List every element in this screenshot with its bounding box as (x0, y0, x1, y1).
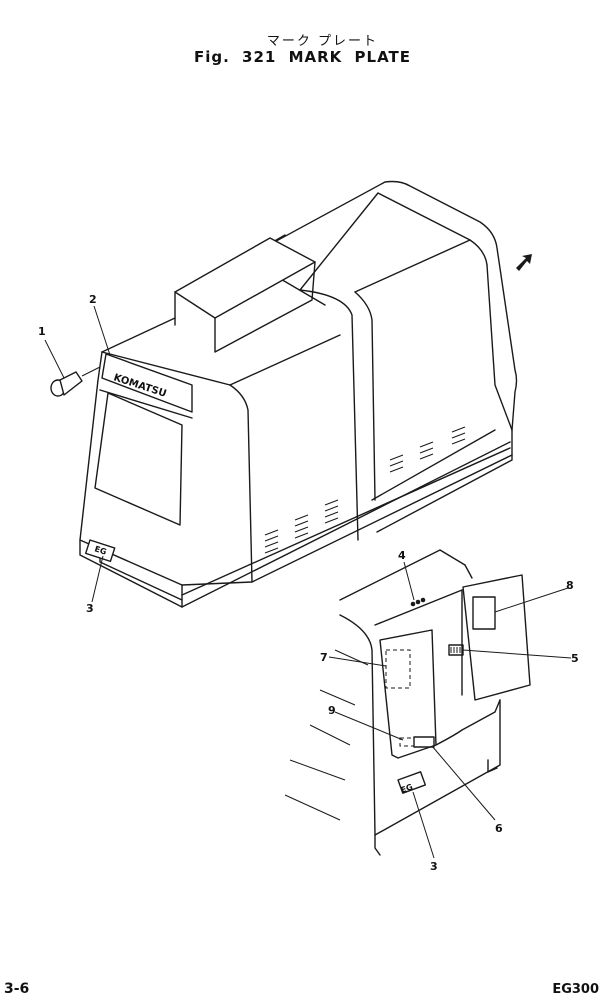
figure-title: Fig. 321 MARK PLATE (194, 48, 411, 66)
callout-3-front: 3 (86, 602, 94, 615)
leader-lines (44, 305, 572, 859)
callout-6: 6 (495, 822, 503, 835)
bolt-part (50, 366, 101, 397)
eg-plate-front (84, 539, 116, 563)
callout-numbers: 1 2 3 4 5 6 7 8 9 3 (38, 293, 579, 873)
plate-4-dots (410, 597, 426, 607)
komatsu-nameplate (101, 353, 193, 413)
callout-5: 5 (571, 652, 579, 665)
callout-8: 8 (566, 579, 574, 592)
plate-8 (472, 596, 496, 630)
arrow-icon (516, 254, 532, 271)
callout-9: 9 (328, 704, 336, 717)
callout-1: 1 (38, 325, 46, 338)
eg-plate-rear (397, 771, 427, 794)
eg-plate-rear-text: EG (400, 782, 414, 795)
model-code: EG300 (552, 982, 599, 997)
open-door-panel (462, 574, 531, 701)
rear-view-enclosure: EG (284, 549, 531, 856)
callout-3-rear: 3 (430, 860, 438, 873)
callout-4: 4 (398, 549, 406, 562)
plate-6 (413, 736, 435, 748)
callout-7: 7 (320, 651, 328, 664)
figure-title-japanese: マーク プレート (266, 34, 379, 49)
eg-plate-front-text: EG (93, 544, 107, 556)
generator-enclosure: KOMATSU EG (79, 180, 532, 608)
callout-2: 2 (89, 293, 97, 306)
plate-7 (385, 649, 411, 689)
page-number: 3-6 (4, 981, 30, 997)
